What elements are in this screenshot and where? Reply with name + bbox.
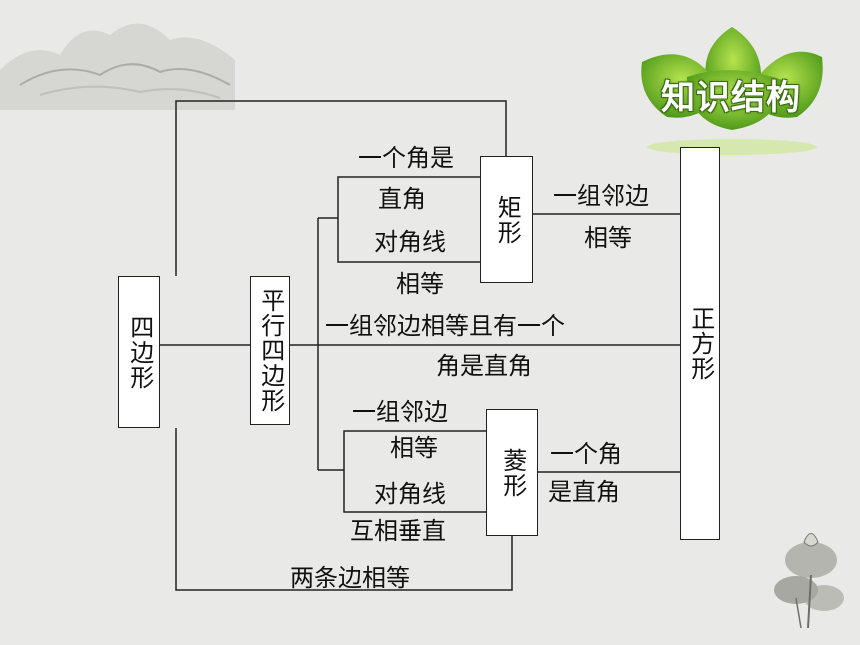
- node-square: 正方形: [680, 147, 720, 540]
- quad-to-rhombus-line: [175, 428, 513, 591]
- label-rhom-to-square-line1: 一个角: [550, 440, 622, 468]
- label-rhom-cond1-line1: 一组邻边: [352, 398, 448, 426]
- label-bottom-path: 两条边相等: [290, 564, 410, 592]
- label-rect-cond2-line1: 对角线: [374, 228, 446, 256]
- leaf-badge-icon: [641, 27, 823, 155]
- section-title-badge: 知识结构: [661, 78, 801, 118]
- node-rhombus: 菱形: [486, 409, 538, 536]
- label-para-to-square-line1: 一组邻边相等且有一个: [325, 312, 565, 340]
- label-rect-cond2-line2: 相等: [396, 270, 444, 298]
- node-rectangle: 矩形: [480, 156, 533, 283]
- quad-to-rectangle-line: [175, 100, 507, 276]
- lotus-painting-decoration: [774, 533, 844, 629]
- label-rect-cond1-line2: 直角: [378, 185, 426, 213]
- rectangle-condition-bracket: [337, 176, 480, 263]
- label-rhom-cond2-line1: 对角线: [374, 480, 446, 508]
- label-rect-to-square-line1: 一组邻边: [553, 182, 649, 210]
- node-quadrilateral: 四边形: [118, 276, 160, 428]
- label-rhom-cond2-line2: 互相垂直: [350, 517, 446, 545]
- node-parallelogram: 平行四边形: [250, 276, 290, 425]
- label-rhom-cond1-line2: 相等: [390, 434, 438, 462]
- label-rect-cond1-line1: 一个角是: [358, 144, 454, 172]
- rhombus-condition-bracket: [343, 430, 486, 513]
- label-rhom-to-square-line2: 是直角: [548, 478, 620, 506]
- label-rect-to-square-line2: 相等: [584, 224, 632, 252]
- landscape-painting-decoration: [0, 23, 235, 110]
- label-para-to-square-line2: 角是直角: [436, 352, 532, 380]
